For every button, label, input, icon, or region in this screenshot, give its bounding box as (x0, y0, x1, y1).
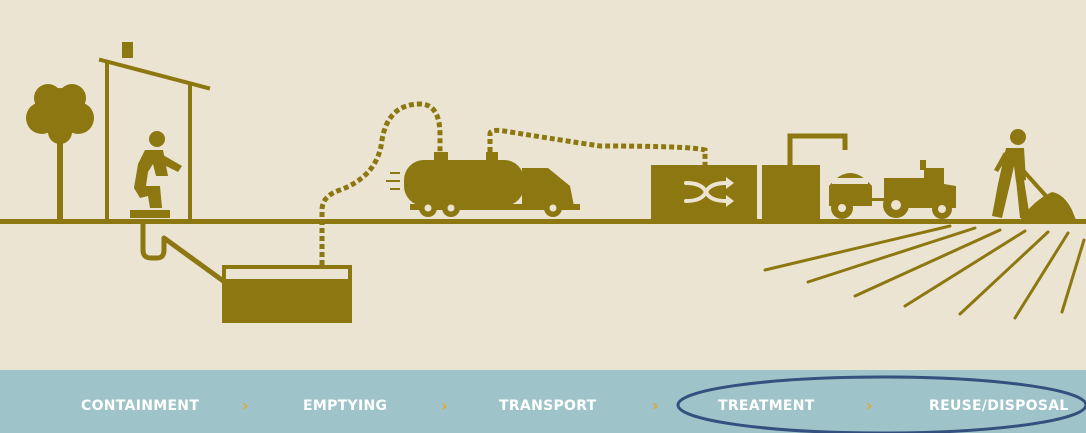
highlight-ellipse (0, 0, 1086, 433)
sanitation-chain-diagram: CONTAINMENT › EMPTYING › TRANSPORT › TRE… (0, 0, 1086, 433)
